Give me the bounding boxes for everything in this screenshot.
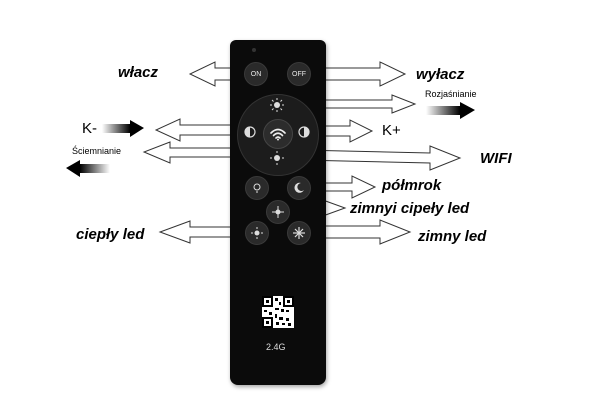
color-temp-up-button[interactable] [297,125,311,139]
half-circle-icon [298,126,310,138]
off-button[interactable]: OFF [287,62,311,86]
moon-icon [294,182,304,193]
brightness-up-button[interactable] [270,98,284,112]
sun-icon [251,227,263,239]
snowflake-icon [293,227,305,239]
qr-code-icon [262,296,294,328]
ir-sensor [252,48,256,52]
sun-snow-icon [272,206,284,218]
color-temp-down-button[interactable] [243,125,257,139]
sun-icon [270,98,284,112]
label-rozjasnianie: Rozjaśnianie [425,89,477,99]
label-k-minus: K- [82,120,97,137]
label-polmrok: półmrok [382,177,442,194]
on-label: ON [250,70,262,78]
label-zimny-led: zimny led [418,228,487,245]
frequency-label: 2.4G [266,342,286,352]
rozjasnianie-indicator [426,102,475,119]
wifi-button[interactable] [263,119,293,149]
night-mode-button[interactable] [287,176,311,200]
half-circle-icon [244,126,256,138]
sun-icon [270,151,284,165]
label-cieply-led: ciepły led [76,226,145,243]
label-wylacz: wyłacz [416,66,465,83]
sciemnianie-indicator [66,160,110,177]
cold-led-button[interactable] [287,221,311,245]
label-k-plus: K+ [382,122,401,139]
mixed-led-button[interactable] [266,200,290,224]
qr-pattern [262,296,294,328]
label-wifi: WIFI [480,150,512,167]
on-button[interactable]: ON [244,62,268,86]
brightness-down-button[interactable] [270,151,284,165]
off-label: OFF [292,70,306,78]
k-minus-indicator [102,120,144,137]
warm-led-button[interactable] [245,221,269,245]
reading-mode-button[interactable] [245,176,269,200]
lamp-icon [253,183,261,193]
label-wlacz: włacz [118,64,159,81]
label-zimnyi-ciepty-led: zimnyi cipeły led [350,200,470,217]
label-sciemnianie: Ściemnianie [72,146,122,156]
wifi-icon [270,128,286,141]
